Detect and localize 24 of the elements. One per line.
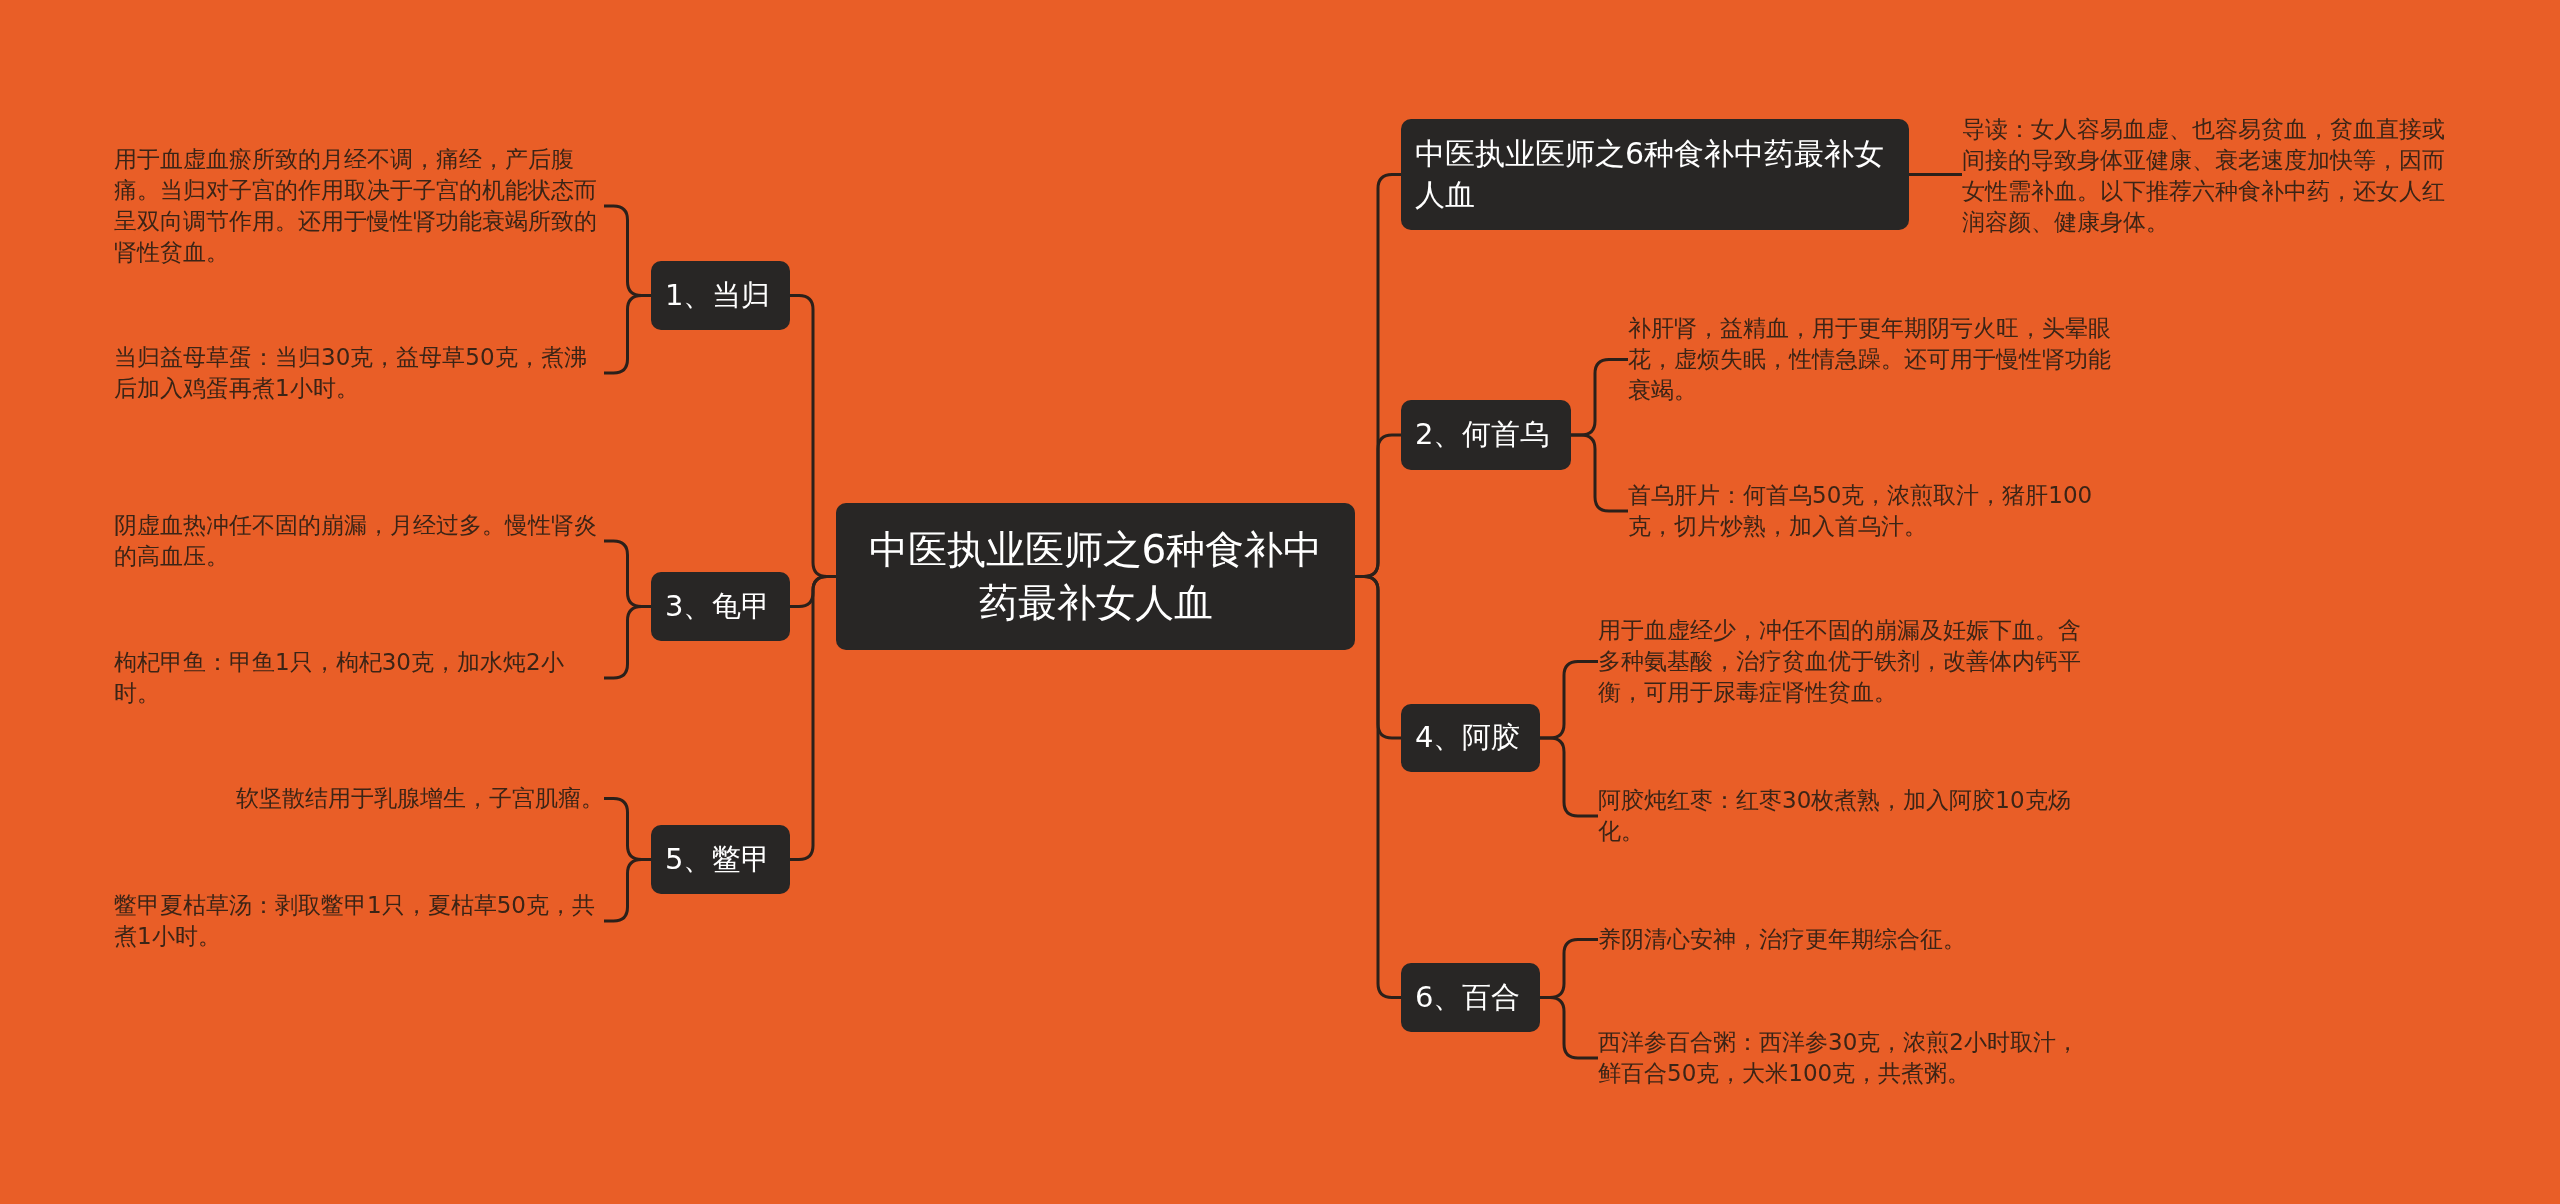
- topic-box: 6、百合: [1401, 963, 1540, 1032]
- intro-text: 导读：女人容易血虚、也容易贫血，贫血直接或间接的导致身体亚健康、衰老速度加快等，因而女性需补血。以下推荐六种食补中药，还女人红润容颜、健康身体。: [1962, 114, 2456, 238]
- note-text: 阿胶炖红枣：红枣30枚煮熟，加入阿胶10克炀化。: [1598, 785, 2092, 847]
- note-text: 补肝肾，益精血，用于更年期阴亏火旺，头晕眼花，虚烦失眠，性情急躁。还可用于慢性肾功能衰竭。: [1628, 313, 2122, 406]
- note-text: 西洋参百合粥：西洋参30克，浓煎2小时取汁，鲜百合50克，大米100克，共煮粥。: [1598, 1027, 2092, 1089]
- topic-box: 2、何首乌: [1401, 400, 1571, 470]
- central-topic-box: 中医执业医师之6种食补中药最补女人血: [836, 503, 1355, 650]
- topic-box: 5、鳖甲: [651, 825, 790, 894]
- topic-box: 中医执业医师之6种食补中药最补女人血: [1401, 119, 1909, 230]
- note-text: 枸杞甲鱼：甲鱼1只，枸杞30克，加水炖2小时。: [114, 647, 604, 709]
- connector-line: [1909, 173, 1962, 176]
- note-text: 用于血虚经少，冲任不固的崩漏及妊娠下血。含多种氨基酸，治疗贫血优于铁剂，改善体内钙平衡，可用于尿毒症肾性贫血。: [1598, 615, 2092, 708]
- topic-box: 4、阿胶: [1401, 704, 1540, 772]
- note-text: 软坚散结用于乳腺增生，子宫肌瘤。: [114, 783, 604, 814]
- note-text: 当归益母草蛋：当归30克，益母草50克，煮沸后加入鸡蛋再煮1小时。: [114, 342, 604, 404]
- connector-line: [1355, 575, 1401, 999]
- topic-box: 3、龟甲: [651, 572, 790, 641]
- topic-box: 1、当归: [651, 261, 790, 330]
- connector-line: [790, 575, 836, 861]
- note-text: 养阴清心安神，治疗更年期综合征。: [1598, 924, 2092, 955]
- note-text: 鳖甲夏枯草汤：剥取鳖甲1只，夏枯草50克，共煮1小时。: [114, 890, 604, 952]
- note-text: 阴虚血热冲任不固的崩漏，月经过多。慢性肾炎的高血压。: [114, 510, 604, 572]
- note-text: 首乌肝片：何首乌50克，浓煎取汁，猪肝100克，切片炒熟，加入首乌汁。: [1628, 480, 2122, 542]
- note-text: 用于血虚血瘀所致的月经不调，痛经，产后腹痛。当归对子宫的作用取决于子宫的机能状态而呈双向调节作用。还用于慢性肾功能衰竭所致的肾性贫血。: [114, 144, 604, 268]
